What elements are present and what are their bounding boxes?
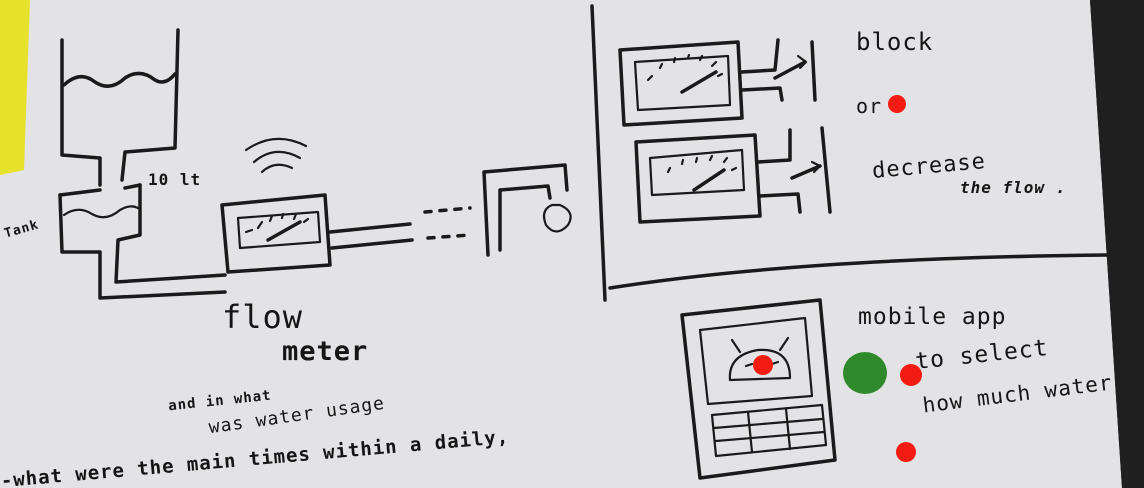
the-flow-label: the flow . <box>960 178 1066 197</box>
volume-label: 10 lt <box>148 170 201 189</box>
block-label: block <box>856 28 933 56</box>
flow-label: flow <box>222 298 303 336</box>
meter-label: meter <box>282 336 368 367</box>
red-dot-or <box>888 95 906 113</box>
green-dot-select <box>843 352 887 394</box>
red-dot-amount <box>896 442 916 462</box>
mobile-app-label: mobile app <box>858 304 1006 330</box>
red-dot-android <box>753 355 773 375</box>
or-label: or <box>856 94 882 118</box>
